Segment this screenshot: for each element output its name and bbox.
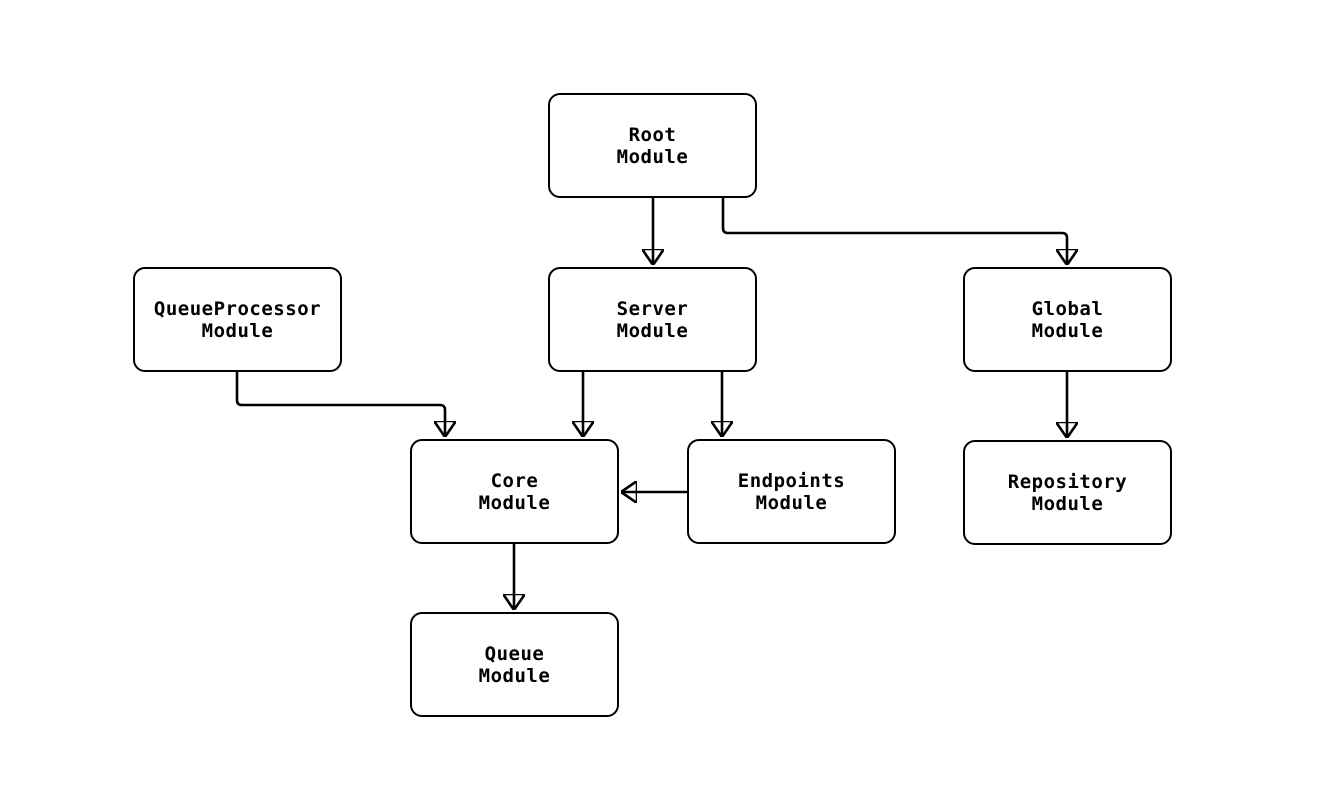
node-core-label-line2: Module bbox=[478, 491, 551, 514]
node-core-module: Core Module bbox=[410, 439, 619, 544]
edge-root-to-global bbox=[721, 198, 1067, 264]
node-root-label-line1: Root bbox=[628, 123, 677, 146]
node-repository-module: Repository Module bbox=[963, 440, 1172, 545]
node-global-label-line2: Module bbox=[1031, 319, 1104, 342]
node-server-label-line1: Server bbox=[616, 297, 689, 320]
node-queueprocessor-module: QueueProcessor Module bbox=[133, 267, 342, 372]
node-endpoints-label-line1: Endpoints bbox=[737, 469, 846, 492]
node-queue-label-line1: Queue bbox=[484, 642, 545, 665]
node-queueprocessor-label-line2: Module bbox=[201, 319, 274, 342]
node-repository-label-line2: Module bbox=[1031, 492, 1104, 515]
node-global-label-line1: Global bbox=[1031, 297, 1104, 320]
node-repository-label-line1: Repository bbox=[1007, 470, 1128, 493]
node-core-label-line1: Core bbox=[490, 469, 539, 492]
node-server-module: Server Module bbox=[548, 267, 757, 372]
node-queue-module: Queue Module bbox=[410, 612, 619, 717]
node-queue-label-line2: Module bbox=[478, 664, 551, 687]
node-root-label-line2: Module bbox=[616, 145, 689, 168]
node-queueprocessor-label-line1: QueueProcessor bbox=[153, 297, 322, 320]
node-root-module: Root Module bbox=[548, 93, 757, 198]
edge-queueprocessor-to-core bbox=[235, 372, 445, 436]
node-global-module: Global Module bbox=[963, 267, 1172, 372]
node-endpoints-module: Endpoints Module bbox=[687, 439, 896, 544]
node-server-label-line2: Module bbox=[616, 319, 689, 342]
node-endpoints-label-line2: Module bbox=[755, 491, 828, 514]
